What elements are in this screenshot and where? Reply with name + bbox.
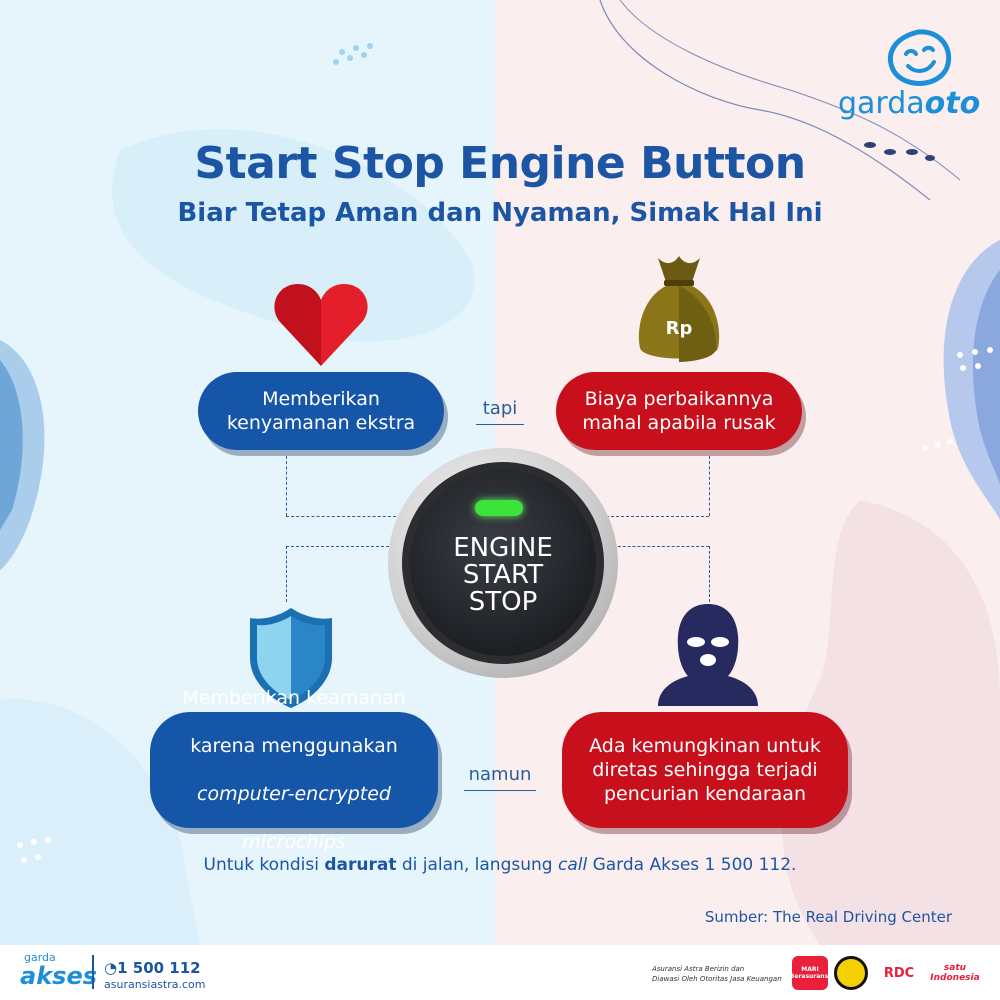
source-credit: Sumber: The Real Driving Center (704, 908, 952, 926)
thief-mask-icon (658, 604, 758, 706)
repair-cost-text: Biaya perbaikannya mahal apabila rusak (582, 388, 776, 434)
brand-logo-word1: garda (838, 86, 925, 121)
connector-bottom-label: namun (468, 764, 532, 785)
satu-indonesia-badge: satu Indonesia (930, 963, 980, 983)
emergency-note-mid: di jalan, langsung (396, 855, 558, 875)
badge-emblem (834, 956, 868, 990)
page-title: Start Stop Engine Button (194, 138, 806, 189)
phone-number[interactable]: ◔1 500 112 (104, 959, 201, 977)
bottom-bar-divider (92, 955, 94, 989)
connector-top-label: tapi (482, 398, 518, 419)
ojk-note: Asuransi Astra Berizin dan Diawasi Oleh … (652, 965, 782, 983)
connector-bottom-line (464, 790, 536, 791)
security-pill: Memberikan keamanan karena menggunakan c… (150, 687, 438, 853)
garda-akses-small: garda (24, 951, 56, 964)
leader-line (709, 546, 710, 602)
leader-line (608, 546, 709, 547)
comfort-pill: Memberikan kenyamanan ekstra (198, 372, 444, 450)
engine-button-led (475, 500, 523, 516)
repair-cost-pill: Biaya perbaikannya mahal apabila rusak (556, 372, 802, 450)
smiley-logo-icon (887, 29, 952, 86)
phone-icon: ◔ (104, 959, 118, 977)
bottom-bar (0, 945, 1000, 1000)
security-text: Memberikan keamanan karena menggunakan c… (182, 662, 405, 878)
leader-line (606, 516, 709, 517)
security-line-1: Memberikan keamanan (182, 687, 406, 709)
security-line-3: computer-encrypted (197, 783, 391, 805)
theft-pill: Ada kemungkinan untuk diretas sehingga t… (562, 712, 848, 828)
security-line-4: microchips (242, 831, 346, 853)
money-bag-label: Rp (666, 318, 693, 339)
shield-icon (250, 608, 332, 708)
brand-logo: gardaoto (838, 86, 980, 121)
page-subtitle: Biar Tetap Aman dan Nyaman, Simak Hal In… (177, 198, 823, 228)
emergency-note-post: Garda Akses 1 500 112. (587, 855, 797, 875)
rdc-badge: RDC (883, 965, 915, 981)
website-link[interactable]: asuransiastra.com (104, 978, 206, 991)
emergency-note-pre: Untuk kondisi (203, 855, 325, 875)
emergency-note-italic: call (557, 855, 588, 875)
connector-top-line (476, 424, 524, 425)
leader-line (286, 516, 396, 517)
garda-akses-logo: akses (20, 962, 98, 990)
leader-line (286, 456, 287, 516)
emergency-note: Untuk kondisi darurat di jalan, langsung… (0, 855, 1000, 875)
leader-line (286, 546, 394, 547)
heart-icon (274, 284, 368, 366)
mari-berasuransi-badge: MARI Berasuransi (790, 956, 830, 990)
emergency-note-bold: darurat (324, 855, 397, 875)
money-bag-icon: Rp (638, 256, 720, 362)
leader-line (709, 456, 710, 516)
background-blobs (0, 0, 1000, 945)
comfort-text: Memberikan kenyamanan ekstra (226, 388, 416, 434)
engine-button-label: ENGINE START STOP (453, 533, 553, 617)
brand-logo-word2: oto (924, 86, 981, 121)
leader-line (286, 546, 287, 602)
phone-number-text: 1 500 112 (117, 959, 201, 977)
theft-text: Ada kemungkinan untuk diretas sehingga t… (589, 735, 821, 805)
security-line-2: karena menggunakan (190, 735, 398, 757)
